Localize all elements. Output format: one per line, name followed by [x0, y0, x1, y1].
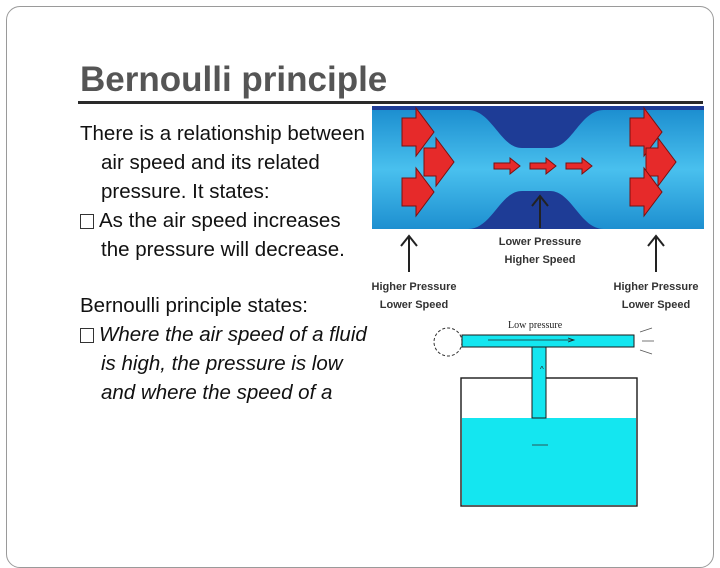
- spray-tube: [461, 334, 635, 348]
- slide-body: There is a relationship between air spee…: [80, 119, 370, 407]
- label-left-lower-speed: Lower Speed: [380, 299, 448, 311]
- section-heading: Bernoulli principle states:: [80, 294, 308, 317]
- intake-tube: [531, 346, 547, 419]
- bullet-text-1: As the air speed increases the pressure …: [99, 209, 345, 261]
- red-arrow-icon: [629, 166, 663, 218]
- label-right-lower-speed: Lower Speed: [622, 299, 690, 311]
- tank-wall: [460, 377, 638, 507]
- arrow-up-icon: [531, 194, 549, 228]
- intro-paragraph: There is a relationship between air spee…: [80, 122, 365, 203]
- flow-arrows-center: [493, 156, 593, 176]
- square-bullet-icon: [80, 214, 94, 229]
- squeeze-bulb: [433, 327, 463, 357]
- bullet-text-2: Where the air speed of a fluid is high, …: [99, 323, 367, 404]
- red-arrow-icon: [401, 106, 435, 158]
- atomizer-tank-figure: Low pressure ^: [433, 320, 654, 507]
- red-arrow-icon: [565, 156, 593, 176]
- bullet-item-2: Where the air speed of a fluid is high, …: [80, 320, 370, 407]
- flow-arrows-right: [629, 106, 677, 218]
- label-left-higher-pressure: Higher Pressure: [372, 281, 456, 293]
- arrow-up-icon: [647, 234, 665, 272]
- bullet-item-1: As the air speed increases the pressure …: [80, 206, 370, 264]
- water: [462, 418, 636, 505]
- square-bullet-icon: [80, 328, 94, 343]
- flow-arrows-left: [401, 106, 455, 218]
- label-higher-speed: Higher Speed: [505, 254, 576, 266]
- slide-title: Bernoulli principle: [80, 60, 388, 99]
- red-arrow-icon: [629, 106, 663, 158]
- venturi-tube-figure: Lower Pressure Higher Speed Higher Press…: [372, 106, 704, 321]
- red-arrow-icon: [529, 156, 557, 176]
- label-lower-pressure: Lower Pressure: [499, 236, 582, 248]
- title-underline: [78, 101, 703, 104]
- red-arrow-icon: [401, 166, 435, 218]
- red-arrow-icon: [423, 136, 455, 188]
- label-low-pressure: Low pressure: [508, 320, 563, 331]
- spray-lines: [639, 327, 654, 355]
- pointer-arrows: [400, 194, 665, 272]
- svg-text:^: ^: [540, 365, 544, 374]
- red-arrow-icon: [493, 156, 521, 176]
- label-right-higher-pressure: Higher Pressure: [614, 281, 699, 293]
- arrow-up-icon: [400, 234, 418, 272]
